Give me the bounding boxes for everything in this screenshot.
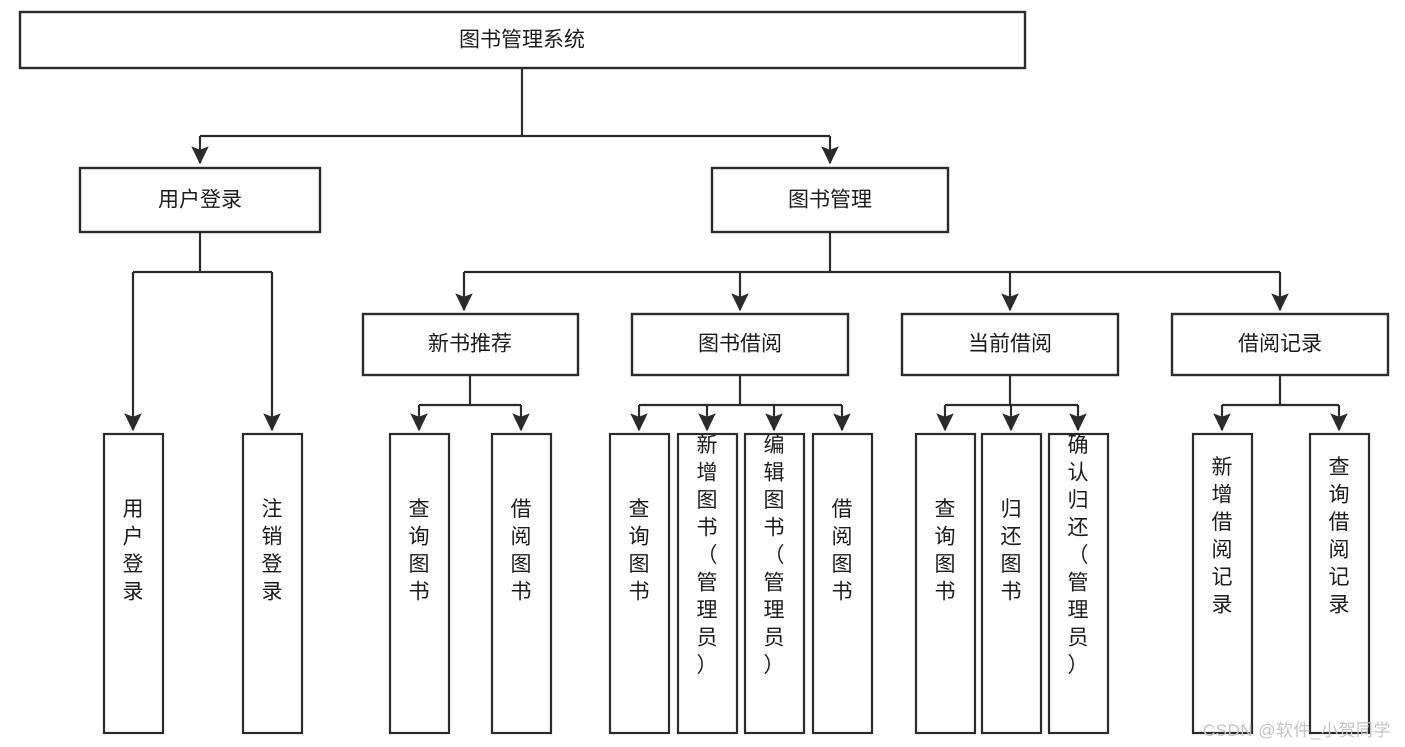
leaf-node-3-box[interactable] [388,432,451,735]
leaf-node-9-label: 查询图书 [935,498,956,604]
node-borrow-box[interactable] [630,312,850,377]
node-newbook-label: 新书推荐 [428,333,512,356]
leaf-node-2-box[interactable] [241,432,304,735]
leaf-node-3-label: 查询图书 [409,498,430,604]
leaf-node-3[interactable]: 查询图书 [388,432,451,735]
node-bookmgmt[interactable]: 图书管理 [710,166,950,234]
leaf-node-5[interactable]: 查询图书 [608,432,671,735]
node-current[interactable]: 当前借阅 [900,312,1120,377]
node-root-box[interactable] [18,10,1027,70]
leaf-node-9[interactable]: 查询图书 [914,432,977,735]
leaf-node-13-box[interactable] [1308,432,1371,735]
leaf-node-12[interactable]: 新增借阅记录 [1191,432,1254,735]
leaf-node-4-label: 借阅图书 [511,498,532,604]
leaf-node-11[interactable]: 确认归还（管理员） [1047,432,1110,735]
leaf-node-6-label: 新增图书（管理员） [697,434,718,677]
node-records-label: 借阅记录 [1238,333,1322,356]
leaf-node-13[interactable]: 查询借阅记录 [1308,432,1371,735]
node-bookmgmt-label: 图书管理 [788,189,872,212]
node-login-box[interactable] [78,166,322,234]
node-borrow-label: 图书借阅 [698,333,782,356]
leaf-node-7-label: 编辑图书（管理员） [764,434,785,677]
leaf-node-2-label: 注销登录 [262,498,283,604]
node-current-box[interactable] [900,312,1120,377]
node-records[interactable]: 借阅记录 [1170,312,1390,377]
leaf-node-11-box[interactable] [1047,432,1110,735]
leaf-node-1-label: 用户登录 [123,498,144,604]
leaf-node-10-box[interactable] [980,432,1043,735]
leaf-node-5-box[interactable] [608,432,671,735]
leaf-node-4-box[interactable] [490,432,553,735]
leaf-node-6[interactable]: 新增图书（管理员） [676,432,739,735]
leaf-node-6-box[interactable] [676,432,739,735]
leaf-node-12-box[interactable] [1191,432,1254,735]
node-root-label: 图书管理系统 [459,29,585,52]
leaf-node-10-label: 归还图书 [1001,498,1022,604]
leaf-node-12-label: 新增借阅记录 [1212,456,1233,617]
node-newbook-box[interactable] [361,312,580,377]
node-records-box[interactable] [1170,312,1390,377]
leaf-node-2[interactable]: 注销登录 [241,432,304,735]
connector-layer [124,68,1348,432]
leaf-node-13-label: 查询借阅记录 [1329,456,1350,617]
leaf-node-7-box[interactable] [743,432,806,735]
leaf-node-4[interactable]: 借阅图书 [490,432,553,735]
node-current-label: 当前借阅 [968,333,1052,356]
leaf-node-10[interactable]: 归还图书 [980,432,1043,735]
csdn-watermark: CSDN @软件_小贺同学 [1202,721,1391,740]
node-newbook[interactable]: 新书推荐 [361,312,580,377]
leaf-node-1[interactable]: 用户登录 [102,432,165,735]
leaf-node-7[interactable]: 编辑图书（管理员） [743,432,806,735]
leaf-node-1-box[interactable] [102,432,165,735]
node-root[interactable]: 图书管理系统 [18,10,1027,70]
leaf-node-9-box[interactable] [914,432,977,735]
node-login-label: 用户登录 [158,189,242,212]
leaf-node-5-label: 查询图书 [629,498,650,604]
leaf-node-11-label: 确认归还（管理员） [1068,434,1089,677]
node-borrow[interactable]: 图书借阅 [630,312,850,377]
leaf-node-8[interactable]: 借阅图书 [811,432,874,735]
leaf-node-8-box[interactable] [811,432,874,735]
node-login[interactable]: 用户登录 [78,166,322,234]
leaf-node-8-label: 借阅图书 [832,498,853,604]
node-bookmgmt-box[interactable] [710,166,950,234]
